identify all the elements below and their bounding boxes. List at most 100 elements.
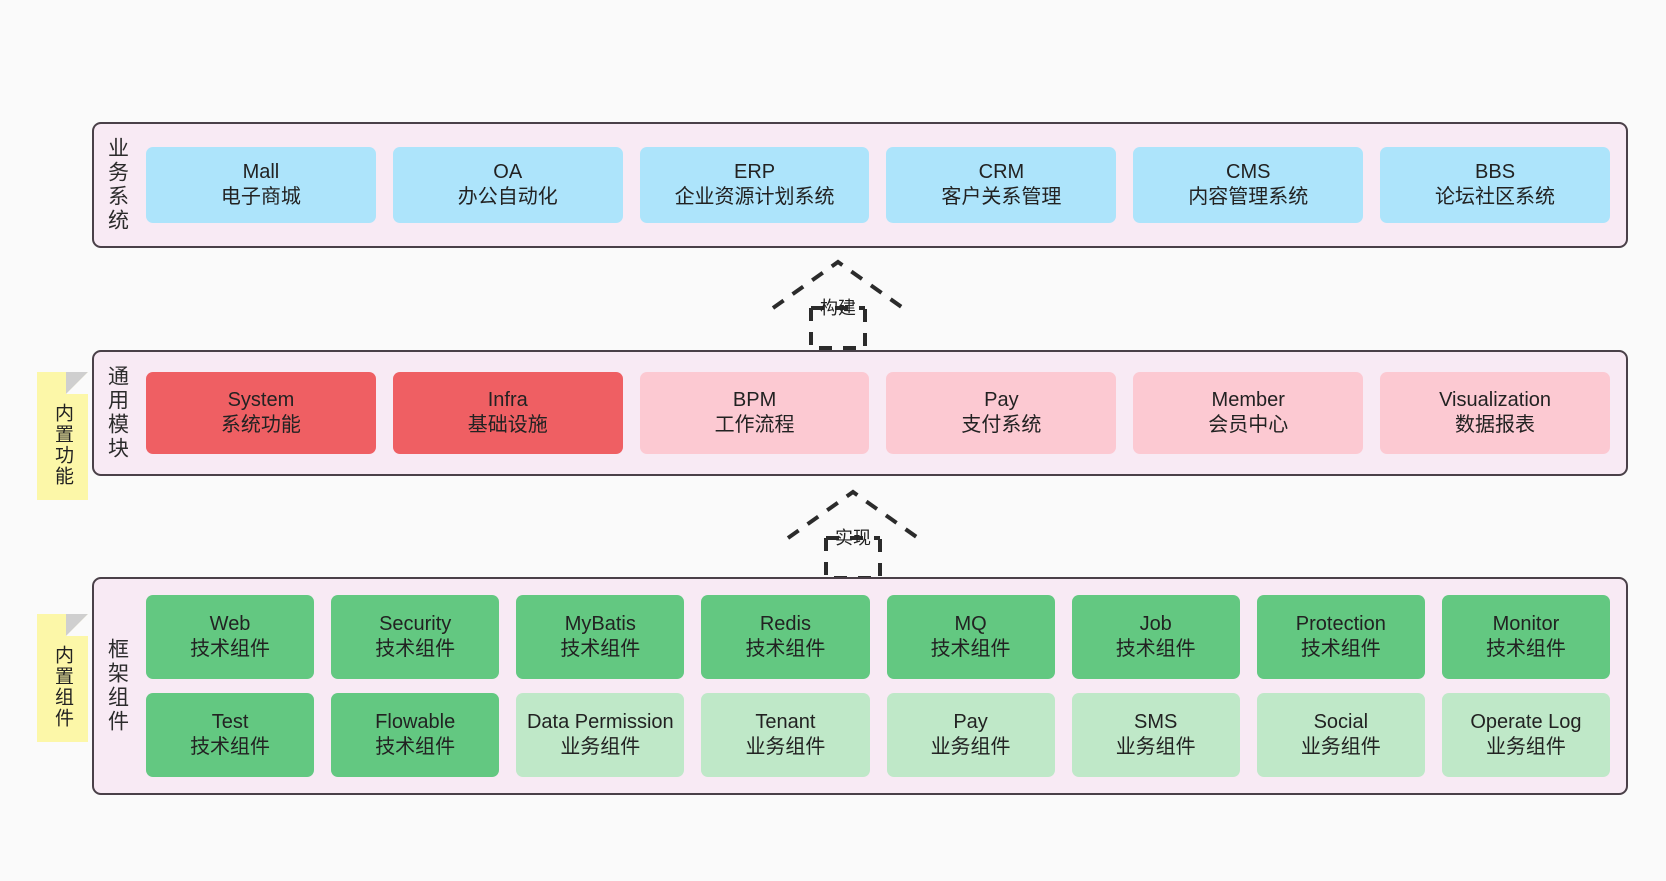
layer-common-module-title: 通用模块 bbox=[105, 365, 129, 461]
framework-row-tech: Web 技术组件 Security 技术组件 MyBatis 技术组件 Redi… bbox=[146, 595, 1610, 679]
card-subtitle: 业务组件 bbox=[1485, 736, 1566, 758]
card-system[interactable]: System 系统功能 bbox=[146, 372, 376, 454]
card-subtitle: 工作流程 bbox=[714, 414, 795, 436]
card-title: Security bbox=[379, 612, 452, 635]
card-web[interactable]: Web 技术组件 bbox=[146, 595, 315, 679]
layer-common-module-body: System 系统功能 Infra 基础设施 BPM 工作流程 Pay 支付系统… bbox=[140, 352, 1626, 474]
card-subtitle: 技术组件 bbox=[1115, 638, 1196, 660]
card-title: Member bbox=[1211, 388, 1285, 411]
card-title: Web bbox=[209, 612, 251, 635]
card-flowable[interactable]: Flowable 技术组件 bbox=[331, 693, 500, 777]
card-subtitle: 业务组件 bbox=[745, 736, 826, 758]
card-title: Data Permission bbox=[526, 710, 674, 733]
card-subtitle: 技术组件 bbox=[560, 638, 641, 660]
card-crm[interactable]: CRM 客户关系管理 bbox=[886, 147, 1117, 223]
card-subtitle: 技术组件 bbox=[1300, 638, 1381, 660]
layer-framework-component: 框架组件 Web 技术组件 Security 技术组件 MyBatis 技术组件… bbox=[92, 577, 1628, 795]
layer-framework-component-title: 框架组件 bbox=[105, 638, 129, 734]
card-title: Infra bbox=[487, 388, 528, 411]
card-subtitle: 业务组件 bbox=[1300, 736, 1381, 758]
card-monitor[interactable]: Monitor 技术组件 bbox=[1441, 595, 1610, 679]
arrow-build-icon bbox=[771, 259, 905, 350]
layer-business-system-title: 业务系统 bbox=[105, 137, 129, 233]
card-subtitle: 业务组件 bbox=[930, 736, 1011, 758]
card-title: MyBatis bbox=[564, 612, 636, 635]
card-title: ERP bbox=[734, 160, 776, 183]
card-title: Job bbox=[1139, 612, 1172, 635]
arrow-realize-label: 实现 bbox=[835, 528, 871, 548]
note-builtin-component-label: 内置组件 bbox=[52, 645, 73, 729]
card-mq[interactable]: MQ 技术组件 bbox=[886, 595, 1055, 679]
common-row: System 系统功能 Infra 基础设施 BPM 工作流程 Pay 支付系统… bbox=[146, 372, 1610, 454]
card-subtitle: 电子商城 bbox=[220, 186, 301, 208]
card-bbs[interactable]: BBS 论坛社区系统 bbox=[1380, 147, 1610, 223]
card-test[interactable]: Test 技术组件 bbox=[146, 693, 315, 777]
card-title: CRM bbox=[978, 160, 1025, 183]
card-subtitle: 技术组件 bbox=[930, 638, 1011, 660]
note-builtin-function: 内置功能 bbox=[37, 372, 88, 500]
card-subtitle: 技术组件 bbox=[190, 736, 271, 758]
card-title: Pay bbox=[984, 388, 1019, 411]
card-subtitle: 企业资源计划系统 bbox=[674, 186, 835, 208]
layer-common-module: 通用模块 System 系统功能 Infra 基础设施 BPM 工作流程 Pay… bbox=[92, 350, 1628, 476]
card-subtitle: 技术组件 bbox=[375, 638, 456, 660]
business-row: Mall 电子商城 OA 办公自动化 ERP 企业资源计划系统 CRM 客户关系… bbox=[146, 147, 1610, 223]
card-job[interactable]: Job 技术组件 bbox=[1071, 595, 1240, 679]
card-title: MQ bbox=[954, 612, 987, 635]
arrow-build: 构建 bbox=[763, 256, 913, 352]
card-title: Redis bbox=[759, 612, 811, 635]
card-title: System bbox=[227, 388, 295, 411]
card-title: OA bbox=[493, 160, 523, 183]
card-subtitle: 客户关系管理 bbox=[941, 186, 1062, 208]
card-title: BPM bbox=[732, 388, 777, 411]
framework-row-business: Test 技术组件 Flowable 技术组件 Data Permission … bbox=[146, 693, 1610, 777]
card-subtitle: 业务组件 bbox=[1115, 736, 1196, 758]
layer-business-system-body: Mall 电子商城 OA 办公自动化 ERP 企业资源计划系统 CRM 客户关系… bbox=[140, 124, 1626, 246]
card-tenant[interactable]: Tenant 业务组件 bbox=[701, 693, 870, 777]
card-subtitle: 数据报表 bbox=[1455, 414, 1536, 436]
card-subtitle: 技术组件 bbox=[375, 736, 456, 758]
card-mall[interactable]: Mall 电子商城 bbox=[146, 147, 376, 223]
card-pay-business[interactable]: Pay 业务组件 bbox=[886, 693, 1055, 777]
card-title: BBS bbox=[1475, 160, 1516, 183]
card-data-permission[interactable]: Data Permission 业务组件 bbox=[516, 693, 685, 777]
card-operate-log[interactable]: Operate Log 业务组件 bbox=[1441, 693, 1610, 777]
card-cms[interactable]: CMS 内容管理系统 bbox=[1133, 147, 1364, 223]
card-member[interactable]: Member 会员中心 bbox=[1133, 372, 1364, 454]
arrow-realize-icon bbox=[786, 489, 920, 580]
card-title: Test bbox=[211, 710, 249, 733]
card-title: SMS bbox=[1134, 710, 1178, 733]
card-subtitle: 技术组件 bbox=[1485, 638, 1566, 660]
card-oa[interactable]: OA 办公自动化 bbox=[392, 147, 623, 223]
arrow-build-label: 构建 bbox=[820, 298, 856, 318]
card-subtitle: 办公自动化 bbox=[457, 186, 558, 208]
card-social[interactable]: Social 业务组件 bbox=[1256, 693, 1425, 777]
note-builtin-component: 内置组件 bbox=[37, 614, 88, 742]
card-subtitle: 支付系统 bbox=[961, 414, 1042, 436]
card-title: Monitor bbox=[1492, 612, 1560, 635]
card-title: Flowable bbox=[375, 710, 456, 733]
card-infra[interactable]: Infra 基础设施 bbox=[392, 372, 623, 454]
layer-framework-component-body: Web 技术组件 Security 技术组件 MyBatis 技术组件 Redi… bbox=[140, 579, 1626, 793]
card-title: Operate Log bbox=[1470, 710, 1582, 733]
card-title: Pay bbox=[953, 710, 988, 733]
card-title: Mall bbox=[242, 160, 280, 183]
card-sms[interactable]: SMS 业务组件 bbox=[1071, 693, 1240, 777]
card-subtitle: 内容管理系统 bbox=[1188, 186, 1309, 208]
card-security[interactable]: Security 技术组件 bbox=[331, 595, 500, 679]
arrow-realize: 实现 bbox=[778, 486, 928, 582]
card-title: CMS bbox=[1226, 160, 1271, 183]
card-pay[interactable]: Pay 支付系统 bbox=[886, 372, 1117, 454]
card-title: Tenant bbox=[755, 710, 816, 733]
card-subtitle: 论坛社区系统 bbox=[1435, 186, 1556, 208]
card-title: Visualization bbox=[1439, 388, 1552, 411]
card-mybatis[interactable]: MyBatis 技术组件 bbox=[516, 595, 685, 679]
card-protection[interactable]: Protection 技术组件 bbox=[1256, 595, 1425, 679]
card-redis[interactable]: Redis 技术组件 bbox=[701, 595, 870, 679]
card-bpm[interactable]: BPM 工作流程 bbox=[639, 372, 870, 454]
card-visualization[interactable]: Visualization 数据报表 bbox=[1380, 372, 1610, 454]
card-subtitle: 技术组件 bbox=[190, 638, 271, 660]
card-erp[interactable]: ERP 企业资源计划系统 bbox=[639, 147, 870, 223]
card-subtitle: 会员中心 bbox=[1208, 414, 1289, 436]
